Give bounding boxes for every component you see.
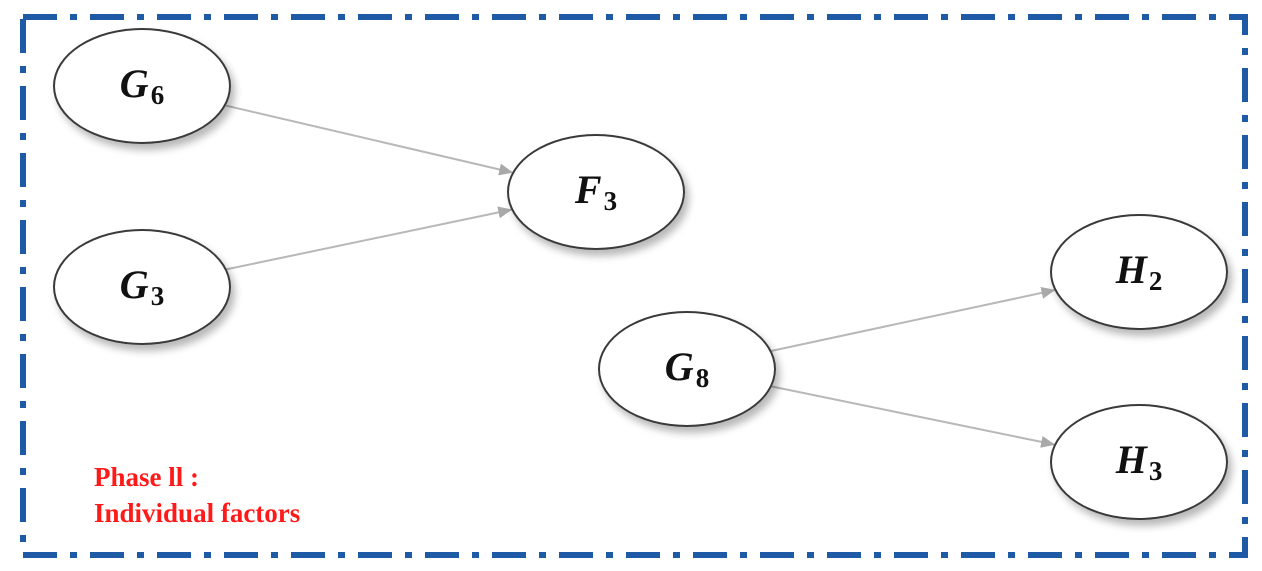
node-g6-label: G6: [119, 60, 165, 110]
edge-g6-f3: [225, 104, 514, 176]
phase-title: Phase ll :: [94, 462, 199, 492]
node-h3: H3: [1050, 404, 1228, 520]
edge-g8-h3: [771, 385, 1056, 448]
node-h2-label: H2: [1115, 246, 1163, 296]
node-f3: F3: [507, 134, 685, 250]
node-f3-label: F3: [574, 166, 618, 216]
node-g3-label: G3: [119, 261, 165, 311]
node-h2: H2: [1050, 214, 1228, 330]
phase-label: Phase ll : Individual factors: [94, 459, 300, 531]
node-g6: G6: [53, 28, 231, 144]
node-g8: G8: [598, 311, 776, 427]
phase-frame: [20, 14, 1248, 558]
edge-g8-h2: [771, 287, 1056, 352]
node-g8-label: G8: [664, 343, 710, 393]
edge-g3-f3: [226, 206, 513, 271]
phase-subtitle: Individual factors: [94, 498, 301, 528]
node-h3-label: H3: [1115, 436, 1163, 486]
node-g3: G3: [53, 229, 231, 345]
